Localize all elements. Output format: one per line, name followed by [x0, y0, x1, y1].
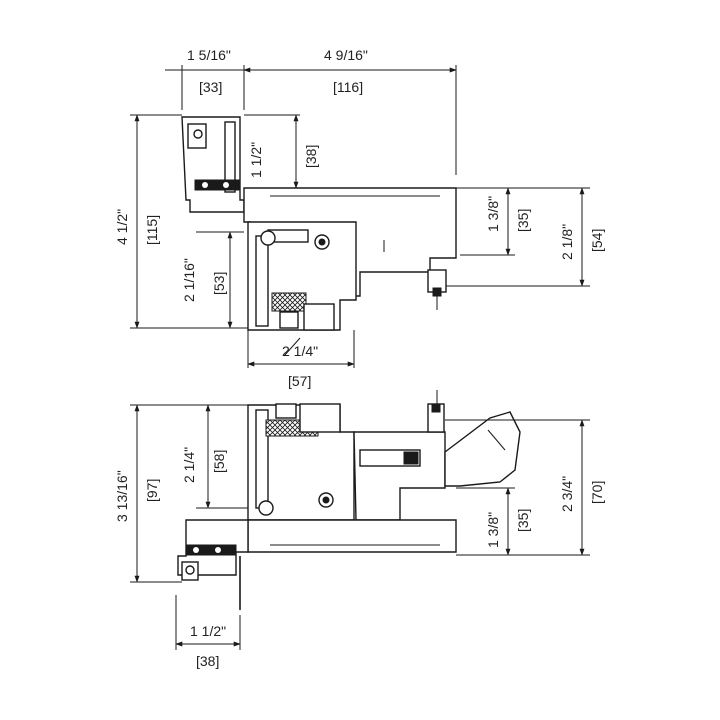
dim-glass-width-mm: [57]	[288, 373, 311, 389]
top-frame-height-dimension	[244, 114, 300, 189]
dim-frame-width-bottom: 1 1/2"	[190, 623, 226, 639]
dim-overall-height-top-mm: [115]	[144, 215, 160, 245]
top-width-dimensions	[165, 65, 457, 175]
dim-right-inner-bottom: 1 3/8"	[485, 512, 501, 548]
top-head-profile	[181, 116, 457, 331]
dim-right-inner-top: 1 3/8"	[485, 196, 501, 232]
dim-frame-height-top-mm: [38]	[303, 145, 319, 168]
dim-sash-height-top: 2 1/16"	[181, 258, 197, 302]
dim-right-outer-top: 2 1/8"	[559, 224, 575, 260]
dim-frame-width-bottom-mm: [38]	[196, 653, 219, 669]
dim-overall-height-bottom-mm: [97]	[144, 479, 160, 502]
dim-sash-height-bottom: 2 1/4"	[181, 447, 197, 483]
dim-top-right: 4 9/16"	[324, 47, 368, 63]
dim-top-left: 1 5/16"	[187, 47, 231, 63]
top-left-height-dimensions	[130, 114, 248, 329]
bottom-left-height-dimensions	[130, 404, 248, 583]
dim-right-inner-top-mm: [35]	[515, 209, 531, 232]
bottom-sill-profile	[177, 390, 521, 610]
dim-right-outer-top-mm: [54]	[589, 229, 605, 252]
dim-right-inner-bottom-mm: [35]	[515, 509, 531, 532]
dim-overall-height-bottom: 3 13/16"	[114, 470, 130, 522]
bottom-frame-width-dimension	[175, 595, 241, 650]
bottom-right-dimensions	[445, 419, 590, 556]
dim-right-outer-bottom: 2 3/4"	[559, 476, 575, 512]
dim-top-right-mm: [116]	[333, 79, 363, 95]
dim-sash-height-top-mm: [53]	[211, 272, 227, 295]
dim-right-outer-bottom-mm: [70]	[589, 481, 605, 504]
top-right-dimensions	[445, 187, 590, 287]
dim-sash-height-bottom-mm: [58]	[211, 450, 227, 473]
glass-width-dimension	[247, 330, 355, 368]
dim-glass-width: 2 1/4"	[282, 343, 318, 359]
dim-overall-height-top: 4 1/2"	[114, 209, 130, 245]
dim-frame-height-top: 1 1/2"	[248, 142, 264, 178]
dim-top-left-mm: [33]	[199, 79, 222, 95]
